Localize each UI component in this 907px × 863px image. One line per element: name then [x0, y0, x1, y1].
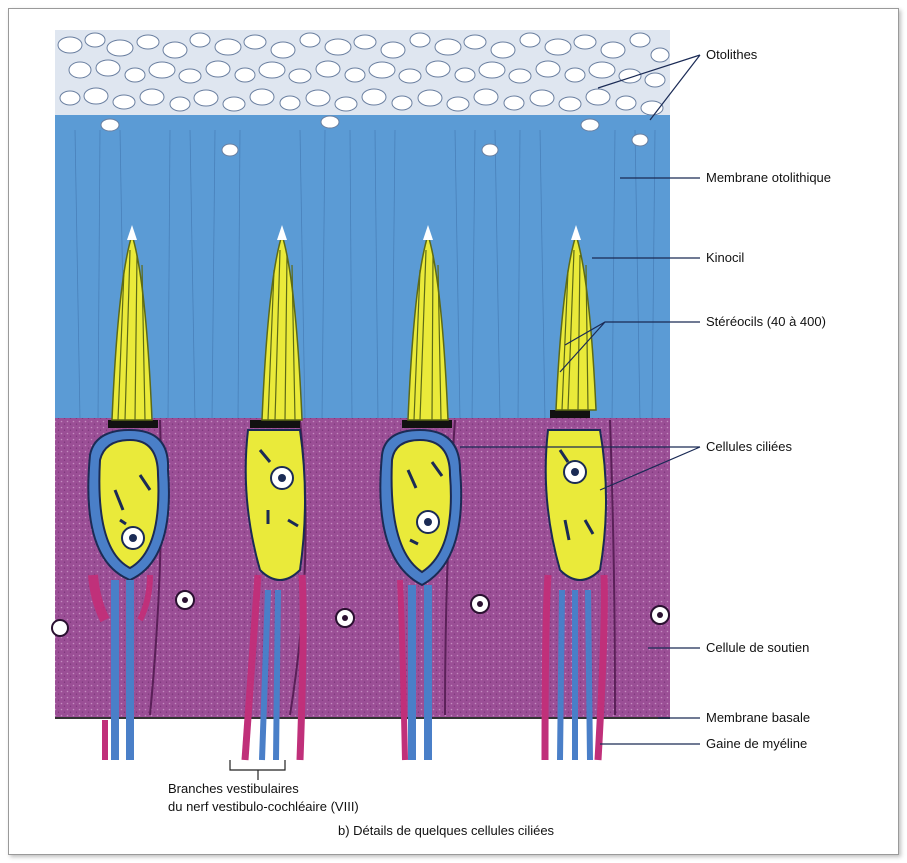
label-stereocils: Stéréocils (40 à 400)	[706, 314, 826, 330]
label-membrane-otolithique: Membrane otolithique	[706, 170, 831, 186]
label-otolithes: Otolithes	[706, 47, 757, 63]
label-cellules-ciliees: Cellules ciliées	[706, 439, 792, 455]
figure-caption: b) Détails de quelques cellules ciliées	[338, 822, 554, 839]
nerve-caption-line2: du nerf vestibulo-cochléaire (VIII)	[168, 798, 359, 815]
label-kinocil: Kinocil	[706, 250, 744, 266]
label-gaine-myeline: Gaine de myéline	[706, 736, 807, 752]
label-membrane-basale: Membrane basale	[706, 710, 810, 726]
nerve-caption-line1: Branches vestibulaires	[168, 780, 299, 797]
label-cellule-soutien: Cellule de soutien	[706, 640, 809, 656]
nerve-bracket	[230, 760, 285, 780]
